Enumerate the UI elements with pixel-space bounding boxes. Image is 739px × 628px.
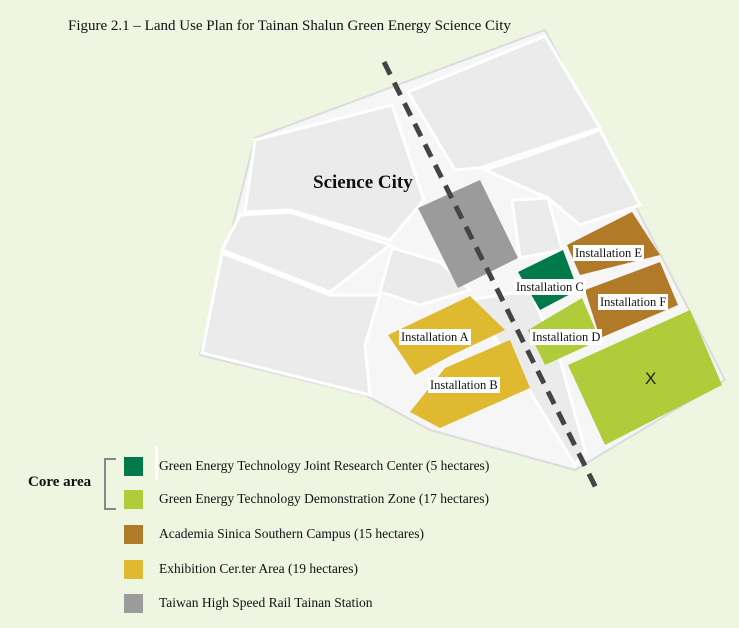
legend-item-exhibition-center: Exhibition Cer.ter Area (19 hectares) <box>124 559 358 579</box>
legend-swatch-dark-green <box>124 456 143 476</box>
installation-b-label: Installation B <box>428 377 500 393</box>
legend-divider-mark <box>155 446 158 480</box>
core-area-bracket <box>104 458 116 510</box>
legend-swatch-brown <box>124 524 143 544</box>
parcel-southwest <box>200 250 383 397</box>
rail-line <box>381 60 601 494</box>
legend-label: Green Energy Technology Demonstration Zo… <box>159 491 489 506</box>
parcel-center-west <box>378 246 473 307</box>
legend-swatch-gray <box>124 593 143 613</box>
parcel-northwest <box>243 103 426 242</box>
land-parcels <box>200 34 643 468</box>
installation-e-label: Installation E <box>573 245 644 261</box>
legend-item-hsr-station: Taiwan High Speed Rail Tainan Station <box>124 593 372 613</box>
legend-item-research-center: Green Energy Technology Joint Research C… <box>124 456 489 476</box>
installation-a-label: Installation A <box>399 329 471 345</box>
legend-item-academia-sinica: Academia Sinica Southern Campus (15 hect… <box>124 524 424 544</box>
legend-label: Exhibition Cer.ter Area (19 hectares) <box>159 561 359 576</box>
legend-label: Taiwan High Speed Rail Tainan Station <box>159 595 373 610</box>
legend-swatch-light-green <box>124 489 143 509</box>
installation-c-label: Installation C <box>514 279 586 295</box>
parcel-west <box>219 210 394 294</box>
parcel-north <box>405 34 603 172</box>
zone-x-label: X <box>645 369 657 388</box>
core-area-label: Core area <box>28 474 92 490</box>
legend-swatch-yellow <box>124 559 143 579</box>
figure-caption: Figure 2.1 – Land Use Plan for Tainan Sh… <box>68 18 511 34</box>
installation-d-label: Installation D <box>530 329 603 345</box>
legend-label: Green Energy Technology Joint Research C… <box>159 458 490 473</box>
science-city-label: Science City <box>313 172 413 193</box>
legend-item-demonstration-zone: Green Energy Technology Demonstration Zo… <box>124 489 489 509</box>
parcel-east-mid <box>510 196 564 260</box>
legend-label: Academia Sinica Southern Campus (15 hect… <box>159 526 425 541</box>
installation-f-label: Installation F <box>598 294 669 310</box>
zone-x <box>568 310 722 445</box>
